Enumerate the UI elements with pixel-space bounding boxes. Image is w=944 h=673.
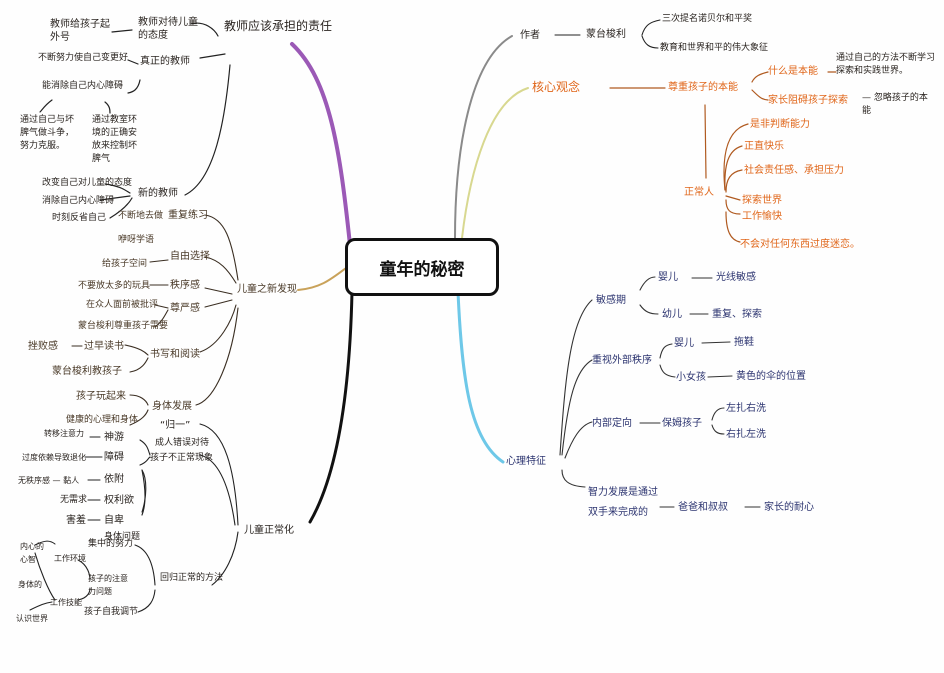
discovery-choice-sub: 给孩子空间 [102,259,148,269]
normal-unify: “归一” [160,420,191,431]
psych-nanny: 保姆孩子 [662,418,702,429]
author-name: 蒙台梭利 [586,29,626,40]
normal-work-skill: 工作技能 [50,598,82,607]
core-what-instinct-sub: 通过自己的方法不断学习探索和实践世界。 [836,53,936,76]
normal-mind: 心智 [20,555,36,564]
discovery-order-sub: 不要放太多的玩具 [78,281,151,291]
normal-obstacle-sub: 过度依赖导致退化 [22,453,86,462]
psych-baby: 婴儿 [674,338,694,349]
teacher-remove-obstacle: 能消除自己内心障碍 [42,81,124,91]
core-trait: 探索世界 [742,195,782,206]
core-trait: 不会对任何东西过度迷恋。 [740,239,860,250]
new-teacher: 新的教师 [138,188,178,199]
psych-inner: 内部定向 [592,418,632,429]
normal-method: 回归正常的方法 [160,573,224,583]
normal-know-world: 认识世界 [16,614,48,623]
real-teacher: 真正的教师 [140,56,190,67]
discovery-title: 儿童之新发现 [237,284,297,295]
author-label: 作者 [520,30,540,41]
core-respect-instinct: 尊重孩子的本能 [668,82,738,93]
normal-attach-sub: 无秩序感 — 黏人 [18,476,80,485]
normal-body: 身体的 [18,580,42,589]
psych-order: 重视外部秩序 [592,355,652,366]
psych-sensitive: 敏感期 [596,295,626,306]
psych-toddler: 幼儿 [662,309,682,320]
discovery-repeat: 重复练习 [168,210,208,221]
core-trait: 工作愉快 [742,211,782,222]
core-normal-person: 正常人 [684,187,714,198]
normal-body-problem: 身体问题 [104,532,141,542]
core-label: 核心观念 [532,80,581,94]
discovery-dignity-sub2: 蒙台梭利尊重孩子需要 [78,321,169,331]
discovery-order: 秩序感 [170,280,200,291]
teacher-improve: 不断努力使自己变更好 [38,53,129,63]
author-nobel: 三次提名诺贝尔和平奖 [662,14,753,24]
normal-attach: 依附 [104,474,124,485]
core-trait: 是非判断能力 [750,119,810,130]
branch-discovery [297,267,347,291]
psych-girl-sub: 黄色的伞的位置 [736,371,806,382]
discovery-play: 孩子玩起来 [76,391,126,402]
teacher-reflect: 时刻反省自己 [52,213,107,223]
discovery-teach: 蒙台梭利教孩子 [52,366,122,377]
discovery-babble: 咿呀学语 [118,235,155,245]
normal-power: 权利欲 [104,495,134,506]
normal-self-adjust: 孩子自我调节 [84,607,139,617]
core-trait: 正直快乐 [744,141,784,152]
normal-inferior: 自卑 [104,515,124,526]
author-symbol: 教育和世界和平的伟大象征 [660,43,769,53]
normal-wander-sub: 转移注意力 [44,429,84,438]
teacher-fight-temper: 通过自己与坏脾气做斗争，努力克服。 [20,115,75,151]
teacher-classroom-env: 通过教室环境的正确安放来控制坏脾气 [92,115,138,164]
normal-heart: 内心的 [20,542,44,551]
core-parents-block-sub: — 忽略孩子的本能 [862,93,928,116]
discovery-early-read: 过早读书 [84,341,124,352]
normal-obstacle: 障碍 [104,452,124,463]
normal-inferior-sub: 害羞 [66,515,86,526]
teacher-nickname: 教师给孩子起外号 [50,19,110,43]
psych-girl: 小女孩 [676,372,706,383]
central-topic: 童年的秘密 [345,238,499,296]
psych-left: 左扎右洗 [726,403,766,414]
discovery-choice: 自由选择 [170,251,210,262]
branch-core [461,87,529,239]
psych-baby-sub: 拖鞋 [734,337,754,348]
psych-infant-sub: 光线敏感 [716,272,756,283]
teacher-change-attitude: 改变自己对儿童的态度 [42,178,133,188]
normal-wrong: 成人错误对待 [155,438,210,448]
core-what-instinct: 什么是本能 [768,66,818,77]
teacher-clear-obstacle: 消除自己内心障碍 [42,196,115,206]
psych-right: 右扎左洗 [726,429,766,440]
teacher-attitude: 教师对待儿童的态度 [138,17,198,41]
psych-infant: 婴儿 [658,272,678,283]
normal-wander: 神游 [104,432,124,443]
core-parents-block: 家长阻碍孩子探索 [768,95,848,106]
normal-attention: 孩子的注意力问题 [88,574,128,596]
normal-abnormal: 孩子不正常现象 [150,453,214,463]
branch-teacher [290,42,352,247]
discovery-dignity-sub1: 在众人面前被批评 [86,300,159,310]
branch-author [454,35,513,239]
teacher-responsibility-title: 教师应该承担的责任 [224,19,333,33]
branch-psych [456,290,505,464]
discovery-writing: 书写和阅读 [150,349,200,360]
discovery-dignity: 尊严感 [170,303,200,314]
core-trait: 社会责任感、承担压力 [744,165,844,176]
discovery-health: 健康的心理和身体 [66,415,139,425]
discovery-frustration: 挫败感 [28,341,58,352]
branch-normal [308,290,354,524]
discovery-body: 身体发展 [152,401,192,412]
psych-toddler-sub: 重复、探索 [712,309,762,320]
psych-intellect: 智力发展是通过双手来完成的 [588,487,658,518]
discovery-repeat-sub: 不断地去做 [118,211,164,221]
normal-title: 儿童正常化 [244,525,294,536]
normal-work-env: 工作环境 [54,554,86,563]
psych-dad: 爸爸和叔叔 [678,502,728,513]
normal-focus: 集中的努力 [88,539,134,549]
psych-patience: 家长的耐心 [764,502,814,513]
normal-power-sub: 无需求 [60,495,88,505]
psych-label: 心理特征 [506,456,546,467]
